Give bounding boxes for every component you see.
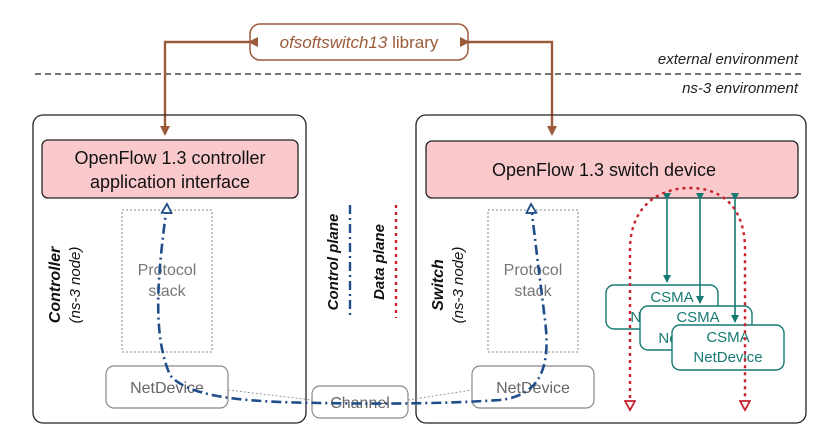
switch-label: Switch — [430, 259, 447, 311]
controller-interface-box — [41, 139, 299, 199]
csma-2-line1: CSMA — [676, 309, 719, 326]
controller-stack-line1: Protocol — [138, 262, 197, 279]
controller-label: Controller — [47, 246, 64, 323]
switch-device-box — [425, 140, 799, 199]
library-switch-link — [460, 37, 557, 136]
csma-1-line1: CSMA — [650, 289, 693, 306]
legend-control-label: Control plane — [325, 214, 342, 311]
controller-node: OpenFlow 1.3 controller application inte… — [32, 114, 307, 424]
library-controller-link — [160, 37, 258, 136]
switch-sublabel: (ns-3 node) — [450, 247, 467, 324]
svg-text:Controller: Controller — [47, 246, 64, 323]
switch-netdevice-label: NetDevice — [496, 380, 570, 397]
control-plane-path — [156, 203, 548, 405]
csma-3-line2: NetDevice — [693, 349, 762, 366]
switch-stack-line1: Protocol — [504, 262, 563, 279]
controller-stack-line2: stack — [148, 283, 186, 300]
library-suffix: library — [387, 33, 439, 52]
svg-text:ofsoftswitch13 library: ofsoftswitch13 library — [280, 33, 439, 52]
switch-device-label: OpenFlow 1.3 switch device — [492, 160, 716, 180]
legend: Control plane Data plane — [325, 205, 398, 318]
csma-3-line1: CSMA — [706, 329, 749, 346]
channel-link-right — [407, 389, 473, 401]
controller-interface-line2: application interface — [90, 172, 250, 192]
switch-node: OpenFlow 1.3 switch device Switch (ns-3 … — [415, 114, 807, 424]
controller-sublabel: (ns-3 node) — [67, 247, 84, 324]
external-environment-label: external environment — [658, 51, 799, 68]
switch-stack-line2: stack — [514, 283, 552, 300]
legend-data-label: Data plane — [371, 224, 388, 300]
controller-protocol-stack — [121, 209, 213, 353]
controller-netdevice-label: NetDevice — [130, 380, 204, 397]
csma-netdevice-3: CSMA NetDevice — [671, 324, 785, 371]
library-box: ofsoftswitch13 library — [249, 23, 469, 61]
library-name: ofsoftswitch13 — [280, 33, 388, 52]
data-plane-path — [628, 186, 747, 398]
ns3-environment-label: ns-3 environment — [682, 80, 799, 97]
controller-interface-line1: OpenFlow 1.3 controller — [74, 148, 265, 168]
